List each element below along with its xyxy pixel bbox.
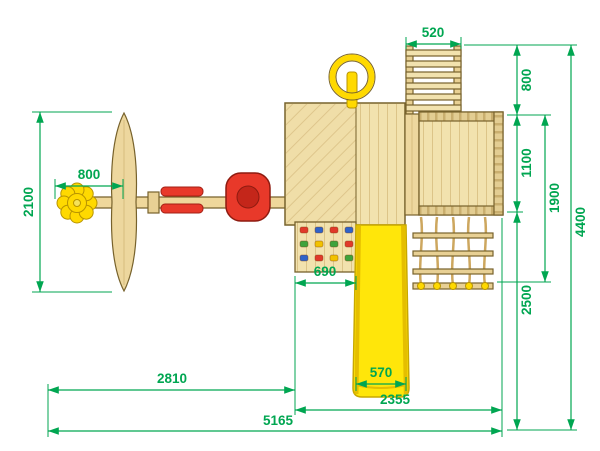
dim-label: 800 xyxy=(78,167,101,182)
ladder-rung xyxy=(405,60,462,68)
dimension-800-left: 800 xyxy=(54,167,124,199)
dim-label: 2500 xyxy=(519,285,534,315)
dim-label: 5165 xyxy=(263,413,294,428)
dimension-5165: 5165 xyxy=(48,413,502,435)
wheel-center xyxy=(73,199,81,207)
rope-anchor xyxy=(417,282,425,290)
climbing-hold xyxy=(314,254,324,262)
dimension-1100: 1100 xyxy=(507,115,534,213)
rope-anchor xyxy=(465,282,473,290)
climbing-hold xyxy=(329,254,339,262)
ring-inner-edge xyxy=(335,60,369,94)
railing-top xyxy=(418,111,504,122)
dim-label: 800 xyxy=(519,69,534,92)
net-rung xyxy=(412,268,494,275)
dim-label: 1100 xyxy=(519,148,534,177)
dimension-2355: 2355 xyxy=(295,218,503,437)
dimension-520: 520 xyxy=(405,25,462,49)
bucket-swing-opening xyxy=(236,185,260,209)
climbing-hold xyxy=(329,240,339,248)
dim-label: 2100 xyxy=(21,187,36,217)
ladder-rung xyxy=(405,71,462,79)
rope-anchor xyxy=(433,282,441,290)
flat-swing-seat xyxy=(160,186,204,197)
climbing-panel xyxy=(110,111,138,293)
access-ladder xyxy=(405,45,462,115)
climbing-hold xyxy=(344,254,354,262)
slide-rail-right xyxy=(401,225,408,395)
platform-planks xyxy=(356,104,404,224)
climbing-hold xyxy=(344,240,354,248)
fire-pole-ring xyxy=(328,53,376,109)
climbing-hold xyxy=(314,240,324,248)
climbing-hold xyxy=(299,240,309,248)
slide-rail-left xyxy=(354,225,361,395)
ladder-rung xyxy=(405,49,462,57)
dim-label: 2810 xyxy=(157,371,187,386)
net-rung xyxy=(412,250,494,257)
dimension-2810: 2810 xyxy=(47,276,296,437)
side-deck xyxy=(418,111,504,216)
pole-bar xyxy=(346,71,358,109)
flat-swing-seat xyxy=(160,203,204,214)
climbing-hold xyxy=(344,226,354,234)
rope-anchor xyxy=(449,282,457,290)
ring-outer-edge xyxy=(328,53,376,101)
climbing-hold xyxy=(299,254,309,262)
ladder-rung xyxy=(405,104,462,112)
ring-band xyxy=(329,54,375,100)
climbing-hold xyxy=(314,226,324,234)
steering-wheel xyxy=(56,182,98,224)
climbing-hold xyxy=(299,226,309,234)
net-rung xyxy=(412,232,494,239)
dim-label: 2355 xyxy=(380,392,411,407)
dimension-800-right: 800 xyxy=(464,44,577,116)
main-platform xyxy=(284,102,406,226)
dimension-2100: 2100 xyxy=(21,111,112,293)
side-platform xyxy=(404,111,504,216)
dim-label: 570 xyxy=(370,365,393,380)
railing-right xyxy=(493,111,504,216)
climbing-hold xyxy=(329,226,339,234)
dimension-4400: 4400 xyxy=(567,44,588,430)
dim-label: 4400 xyxy=(573,207,588,237)
railing-bottom xyxy=(418,205,504,216)
slide-chute xyxy=(352,224,410,398)
ladder-rung xyxy=(405,93,462,101)
dimension-2500: 2500 xyxy=(507,212,577,431)
ladder-rung xyxy=(405,82,462,90)
rope-anchor xyxy=(481,282,489,290)
slide xyxy=(352,224,410,398)
dimension-1900: 1900 xyxy=(497,115,562,283)
dimension-570: 570 xyxy=(355,365,407,391)
platform-roof-hatch xyxy=(286,104,356,224)
dimension-690: 690 xyxy=(295,264,357,290)
climbing-wall xyxy=(294,221,357,273)
swing-beam-assembly xyxy=(71,172,291,222)
dim-label: 520 xyxy=(422,25,445,40)
dim-label: 1900 xyxy=(547,183,562,213)
dim-label: 690 xyxy=(314,264,337,279)
beam-bracket xyxy=(147,191,160,214)
rope-net-climber xyxy=(412,216,494,290)
